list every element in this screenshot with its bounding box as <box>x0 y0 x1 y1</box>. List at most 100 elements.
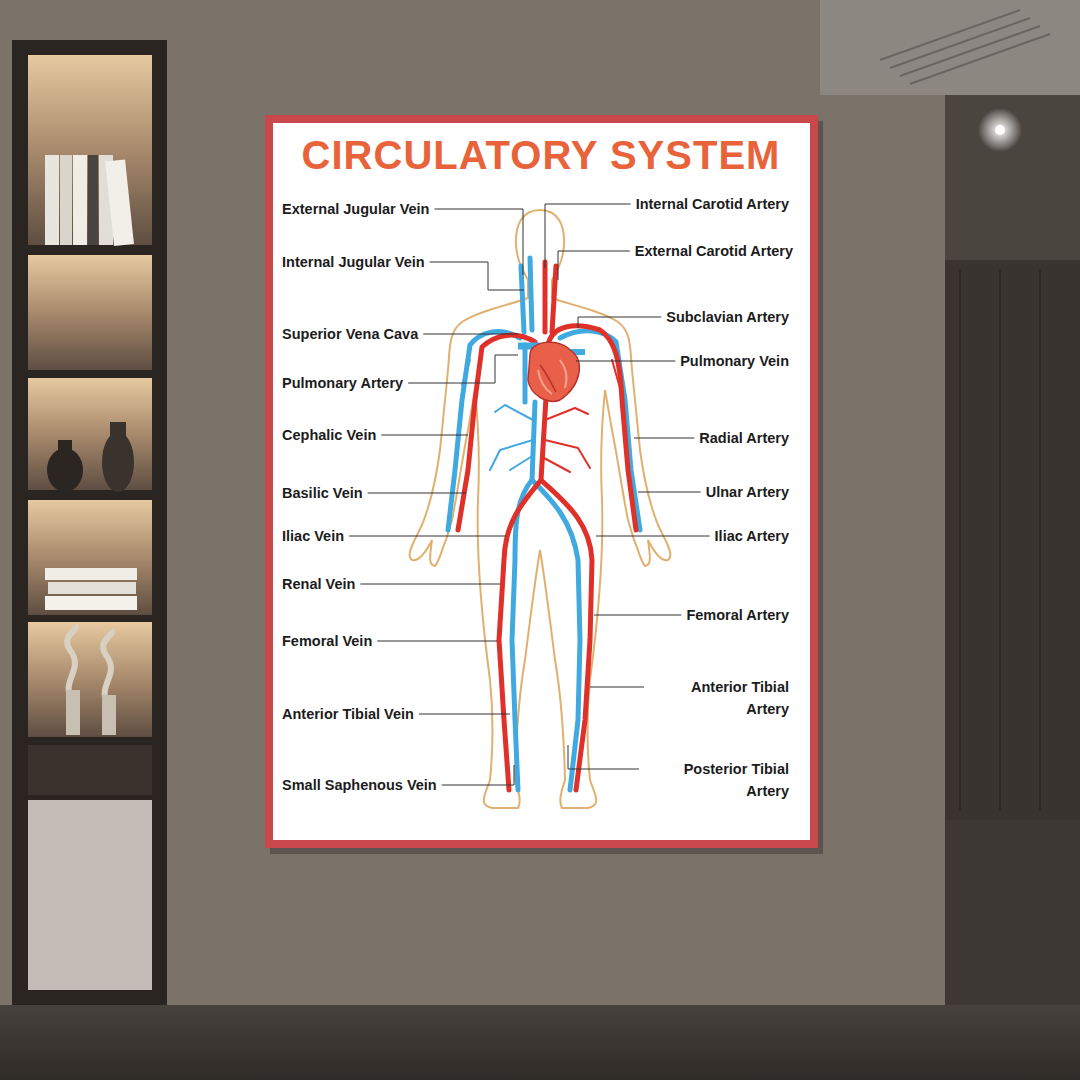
artery-label: Femoral Artery <box>686 604 789 626</box>
leader-lines <box>590 687 644 688</box>
veins <box>532 480 580 790</box>
artery-label: Anterior Tibial Artery <box>649 676 789 720</box>
veins <box>448 332 520 530</box>
arteries <box>552 266 556 332</box>
vein-label: Superior Vena Cava <box>282 323 418 345</box>
body-outline <box>410 210 671 808</box>
veins <box>521 266 524 332</box>
vein-label: Femoral Vein <box>282 630 372 652</box>
arteries <box>545 440 590 468</box>
corridor <box>945 260 1080 820</box>
corridor <box>995 125 1005 135</box>
shelf-unit <box>102 695 116 735</box>
leader-lines <box>368 493 466 494</box>
shelf-unit <box>28 500 152 615</box>
heart <box>528 342 579 401</box>
artery-label: Posterior Tibial Artery <box>644 758 789 802</box>
heart <box>538 370 552 394</box>
shelf-unit <box>88 155 98 245</box>
veins <box>448 258 640 790</box>
shelf-unit <box>103 630 112 705</box>
shelf-unit <box>48 582 136 594</box>
shelf-unit <box>73 155 87 245</box>
veins <box>510 455 534 470</box>
leader-lines <box>596 536 710 537</box>
artery-label: Iliac Artery <box>715 525 789 547</box>
corridor <box>1039 270 1041 810</box>
arteries <box>458 262 636 790</box>
leader-lines <box>578 317 661 328</box>
leader-lines <box>381 435 468 436</box>
leader-lines <box>634 438 694 439</box>
corridor <box>945 0 1080 1080</box>
vein-label: Iliac Vein <box>282 525 344 547</box>
floor <box>945 820 1080 1005</box>
corridor <box>880 10 1050 84</box>
shelf-unit <box>28 800 152 990</box>
vein-label: Small Saphenous Vein <box>282 774 437 796</box>
leader-lines <box>349 536 506 537</box>
shelf-unit <box>28 622 152 737</box>
artery-label: External Carotid Artery <box>635 240 793 262</box>
arteries <box>543 262 548 332</box>
shelf-unit <box>28 378 152 490</box>
heart <box>560 360 566 388</box>
poster-frame <box>270 121 823 854</box>
vein-label: Renal Vein <box>282 573 355 595</box>
vein-label: External Jugular Vein <box>282 198 429 220</box>
shelf-unit <box>45 155 59 245</box>
artery-label: Ulnar Artery <box>706 481 789 503</box>
shelf-unit <box>28 800 152 990</box>
heart <box>540 365 556 392</box>
shelf-unit <box>45 568 137 580</box>
leader-lines <box>430 262 524 290</box>
leader-lines <box>576 361 675 362</box>
heart <box>518 342 585 401</box>
corridor <box>820 0 1080 95</box>
leader-lines <box>594 615 681 616</box>
leader-lines <box>360 584 500 585</box>
arteries <box>544 458 570 472</box>
poster-frame <box>265 115 818 848</box>
leader-lines <box>434 209 523 275</box>
artery-label: Pulmonary Vein <box>680 350 789 372</box>
veins <box>462 360 470 385</box>
leader-lines <box>408 355 518 383</box>
leader-lines <box>638 492 701 493</box>
shelf-unit <box>102 432 134 492</box>
corridor <box>959 270 961 810</box>
shelf-unit <box>67 625 76 700</box>
shelf-unit <box>28 745 152 795</box>
arteries <box>499 398 546 790</box>
poster-frame <box>273 123 810 840</box>
corridor <box>820 0 1080 1080</box>
shelf-unit <box>12 40 167 1005</box>
vein-label: Pulmonary Artery <box>282 372 403 394</box>
arteries <box>545 408 588 420</box>
leader-lines <box>568 745 639 769</box>
corridor <box>978 108 1022 152</box>
leader-lines <box>377 641 497 642</box>
vein-label: Internal Jugular Vein <box>282 251 425 273</box>
floor <box>0 1005 1080 1080</box>
arteries <box>612 360 620 388</box>
shelf-unit <box>28 255 152 370</box>
veins <box>530 258 532 330</box>
shelf-unit <box>66 690 80 735</box>
corridor <box>910 34 1050 84</box>
poster-title: CIRCULATORY SYSTEM <box>302 131 781 179</box>
shelf-unit <box>28 55 152 245</box>
leader-lines <box>419 714 510 715</box>
shelf-unit <box>110 422 126 436</box>
artery-label: Internal Carotid Artery <box>636 193 789 215</box>
leader-lines <box>349 204 710 785</box>
corridor <box>999 270 1001 810</box>
arteries <box>541 480 592 790</box>
artery-label: Radial Artery <box>699 427 789 449</box>
leader-lines <box>442 765 514 785</box>
corridor <box>900 26 1040 76</box>
veins <box>490 440 533 470</box>
vein-label: Cephalic Vein <box>282 424 376 446</box>
shelf-unit <box>60 155 72 245</box>
